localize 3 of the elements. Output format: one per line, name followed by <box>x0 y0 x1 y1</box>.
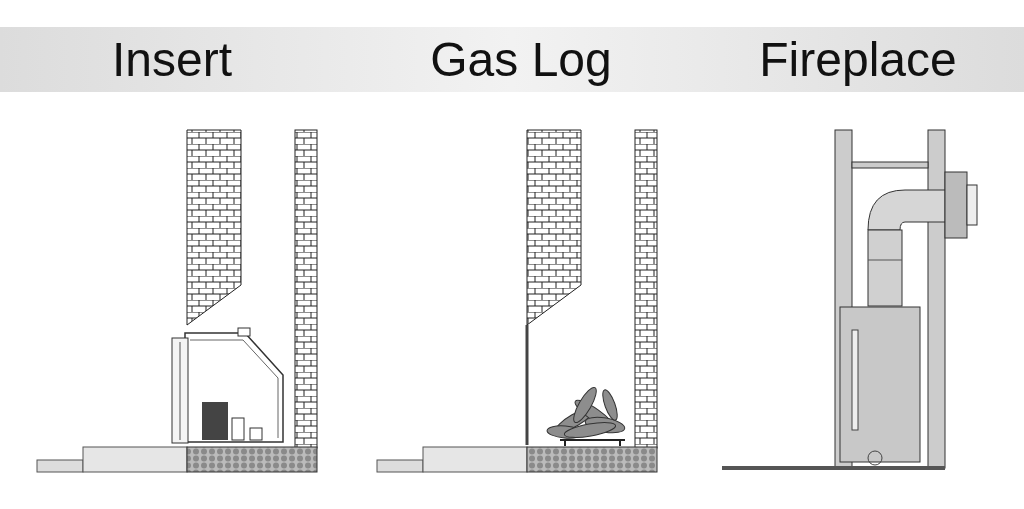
column-heading: Fireplace <box>758 32 958 88</box>
column-heading: Gas Log <box>429 32 613 88</box>
column-heading: Insert <box>110 32 233 88</box>
